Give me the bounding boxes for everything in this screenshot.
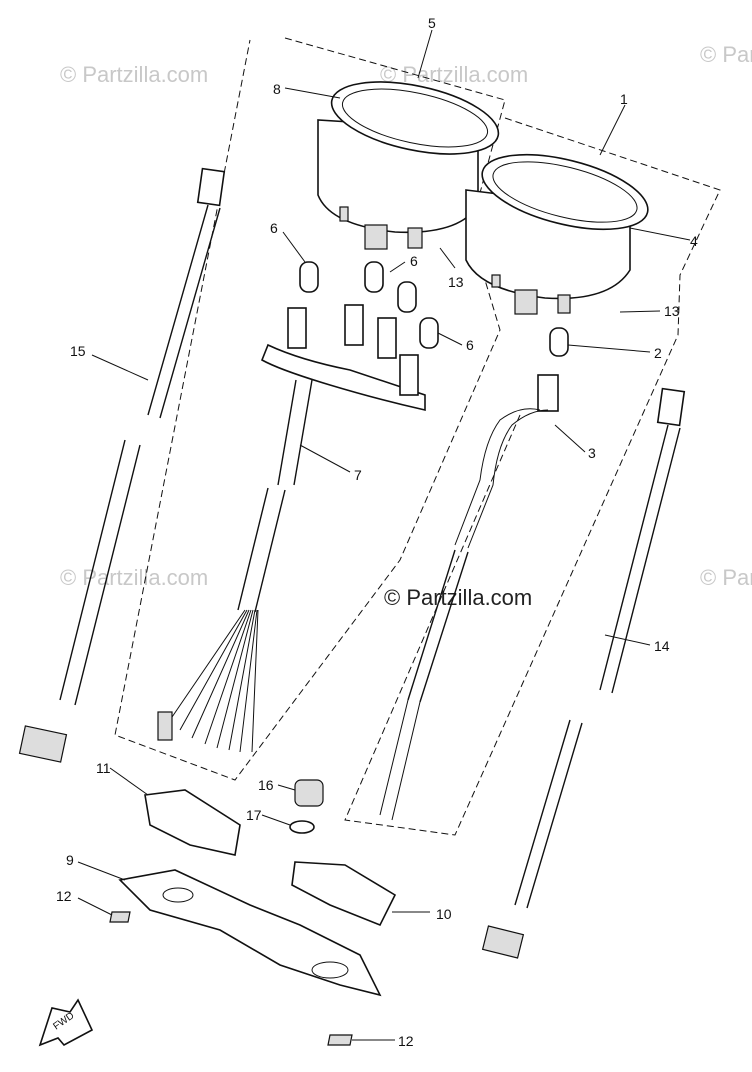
tachometer-cable xyxy=(481,387,686,959)
callout-13-right: 13 xyxy=(664,303,680,319)
callout-9: 9 xyxy=(66,852,74,868)
callout-1: 1 xyxy=(620,91,628,107)
tachometer xyxy=(465,153,649,315)
callout-7: 7 xyxy=(354,467,362,483)
callout-3: 3 xyxy=(588,445,596,461)
assembly-boundary-left xyxy=(114,37,506,781)
callout-4: 4 xyxy=(690,233,698,249)
leader-lines xyxy=(77,29,691,1041)
callout-13-left: 13 xyxy=(448,274,464,290)
callout-12-left: 12 xyxy=(56,888,72,904)
speedometer xyxy=(317,81,500,250)
bulbs xyxy=(299,261,569,357)
watermark-top-right: © Partzilla.com xyxy=(700,42,752,67)
callout-6-upper: 6 xyxy=(270,220,278,236)
watermark-mid-right: © Partzilla.com xyxy=(700,565,752,590)
mount-brackets xyxy=(109,779,397,1046)
watermark-top-left: © Partzilla.com xyxy=(60,62,208,87)
callout-10: 10 xyxy=(436,906,452,922)
fwd-arrow-icon: FWD xyxy=(38,998,94,1047)
callout-12-bottom: 12 xyxy=(398,1033,414,1049)
callout-numbers: 5 1 8 4 6 6 6 13 13 2 3 7 15 14 11 16 17… xyxy=(56,15,698,1049)
socket-harness xyxy=(157,304,426,753)
callout-16: 16 xyxy=(258,777,274,793)
callout-6-lower: 6 xyxy=(466,337,474,353)
assembly-boundary-right xyxy=(344,117,721,836)
callout-14: 14 xyxy=(654,638,670,654)
callout-11: 11 xyxy=(96,760,111,776)
watermark-top-center: © Partzilla.com xyxy=(380,62,528,87)
callout-17: 17 xyxy=(246,807,262,823)
callout-8: 8 xyxy=(273,81,281,97)
speedometer-cable xyxy=(18,167,226,763)
callout-5: 5 xyxy=(428,15,436,31)
callout-6-middle: 6 xyxy=(410,253,418,269)
watermark-center: © Partzilla.com xyxy=(384,585,532,610)
watermark-mid-left: © Partzilla.com xyxy=(60,565,208,590)
tacho-socket xyxy=(379,374,559,821)
callout-2: 2 xyxy=(654,345,662,361)
callout-15: 15 xyxy=(70,343,86,359)
